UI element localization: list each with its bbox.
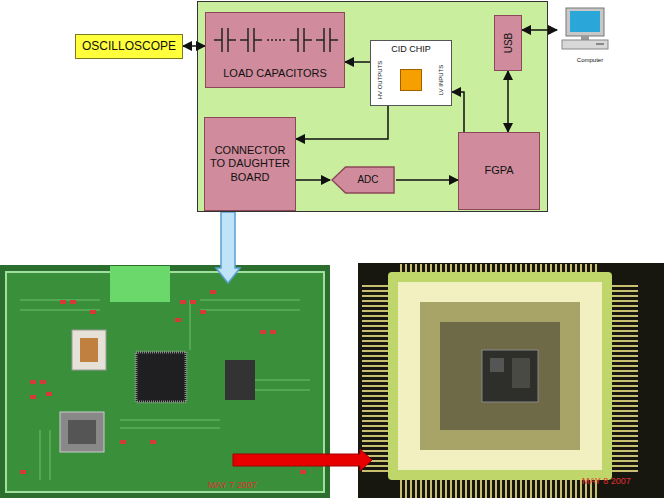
- dotted-continuation: [267, 39, 285, 41]
- signal-arrow: [507, 71, 509, 132]
- package-pins: [610, 285, 638, 475]
- signal-arrow: [452, 92, 464, 132]
- node-label: OSCILLOSCOPE: [82, 39, 176, 53]
- chip-socket: [72, 330, 106, 370]
- vertical-label: LV INPUTS: [437, 58, 446, 102]
- connector-core: [68, 420, 96, 444]
- capacitor-symbol: [290, 28, 312, 52]
- fpga-box: FGPA: [458, 132, 540, 210]
- signal-arrow: [396, 179, 458, 181]
- vertical-label: USB: [502, 25, 515, 61]
- chip-socket-core: [80, 338, 98, 362]
- cavity: [440, 322, 560, 430]
- bond-ring: [420, 302, 580, 450]
- chip-photo: [358, 263, 664, 498]
- signal-arrow: [296, 179, 330, 181]
- chip-die-symbol: [400, 69, 422, 91]
- capacitor-symbol: [316, 28, 338, 52]
- capacitor-bank-box: LOAD CAPACITORS: [205, 12, 345, 88]
- signal-arrow: [183, 45, 205, 47]
- package-pins: [362, 285, 390, 475]
- vertical-text-holder: HV OUTPUTS: [376, 58, 385, 102]
- chip-box: CID CHIP HV OUTPUTS LV INPUTS: [370, 40, 452, 106]
- node-label: FGPA: [484, 164, 513, 177]
- capacitor-symbol: [214, 28, 236, 52]
- node-label: Computer: [577, 57, 603, 64]
- computer-icon: [562, 8, 608, 49]
- node-label: CONNECTOR TO DAUGHTER BOARD: [209, 144, 291, 184]
- red-components: [20, 290, 306, 474]
- capacitor-symbols: [211, 20, 339, 60]
- chip-die-symbol: [401, 69, 422, 90]
- callout-arrow: [216, 212, 240, 283]
- node-label: ADC: [357, 174, 378, 186]
- package-pins: [400, 478, 600, 498]
- vertical-text-holder: LV INPUTS: [437, 58, 446, 102]
- adc-outline: [332, 167, 394, 193]
- adc-block: ADC: [330, 165, 396, 195]
- chip-title: CID CHIP: [391, 44, 431, 55]
- node-label: LOAD CAPACITORS: [223, 67, 327, 80]
- date-stamp: MAY 8 2007: [582, 476, 631, 486]
- fpga-chip: [136, 352, 186, 402]
- package-glow: [388, 272, 612, 480]
- signal-arrow: [296, 106, 388, 139]
- package-body: [398, 282, 602, 470]
- usb-port-box: USB: [494, 15, 522, 71]
- instrument-box: OSCILLOSCOPE: [75, 34, 183, 59]
- chip-row: HV OUTPUTS LV INPUTS: [373, 58, 449, 102]
- signal-arrow: [345, 61, 370, 63]
- vertical-label: HV OUTPUTS: [376, 58, 385, 102]
- pcb-region: [110, 266, 170, 302]
- vertical-text-holder: USB: [502, 25, 515, 61]
- capacitor-symbol: [240, 28, 262, 52]
- chip-die: [482, 350, 538, 402]
- date-stamp: MAY 7 2007: [208, 480, 257, 490]
- connector-box: CONNECTOR TO DAUGHTER BOARD: [204, 117, 296, 211]
- callout-arrow: [233, 449, 372, 471]
- signal-arrow: [522, 29, 557, 31]
- computer-node: Computer: [557, 6, 623, 66]
- photo-ground: [358, 263, 664, 498]
- die-feature: [490, 358, 504, 372]
- pcb-trace: [20, 300, 310, 480]
- connector-part: [60, 412, 104, 452]
- die-feature: [512, 358, 530, 388]
- ic-part: [225, 360, 255, 400]
